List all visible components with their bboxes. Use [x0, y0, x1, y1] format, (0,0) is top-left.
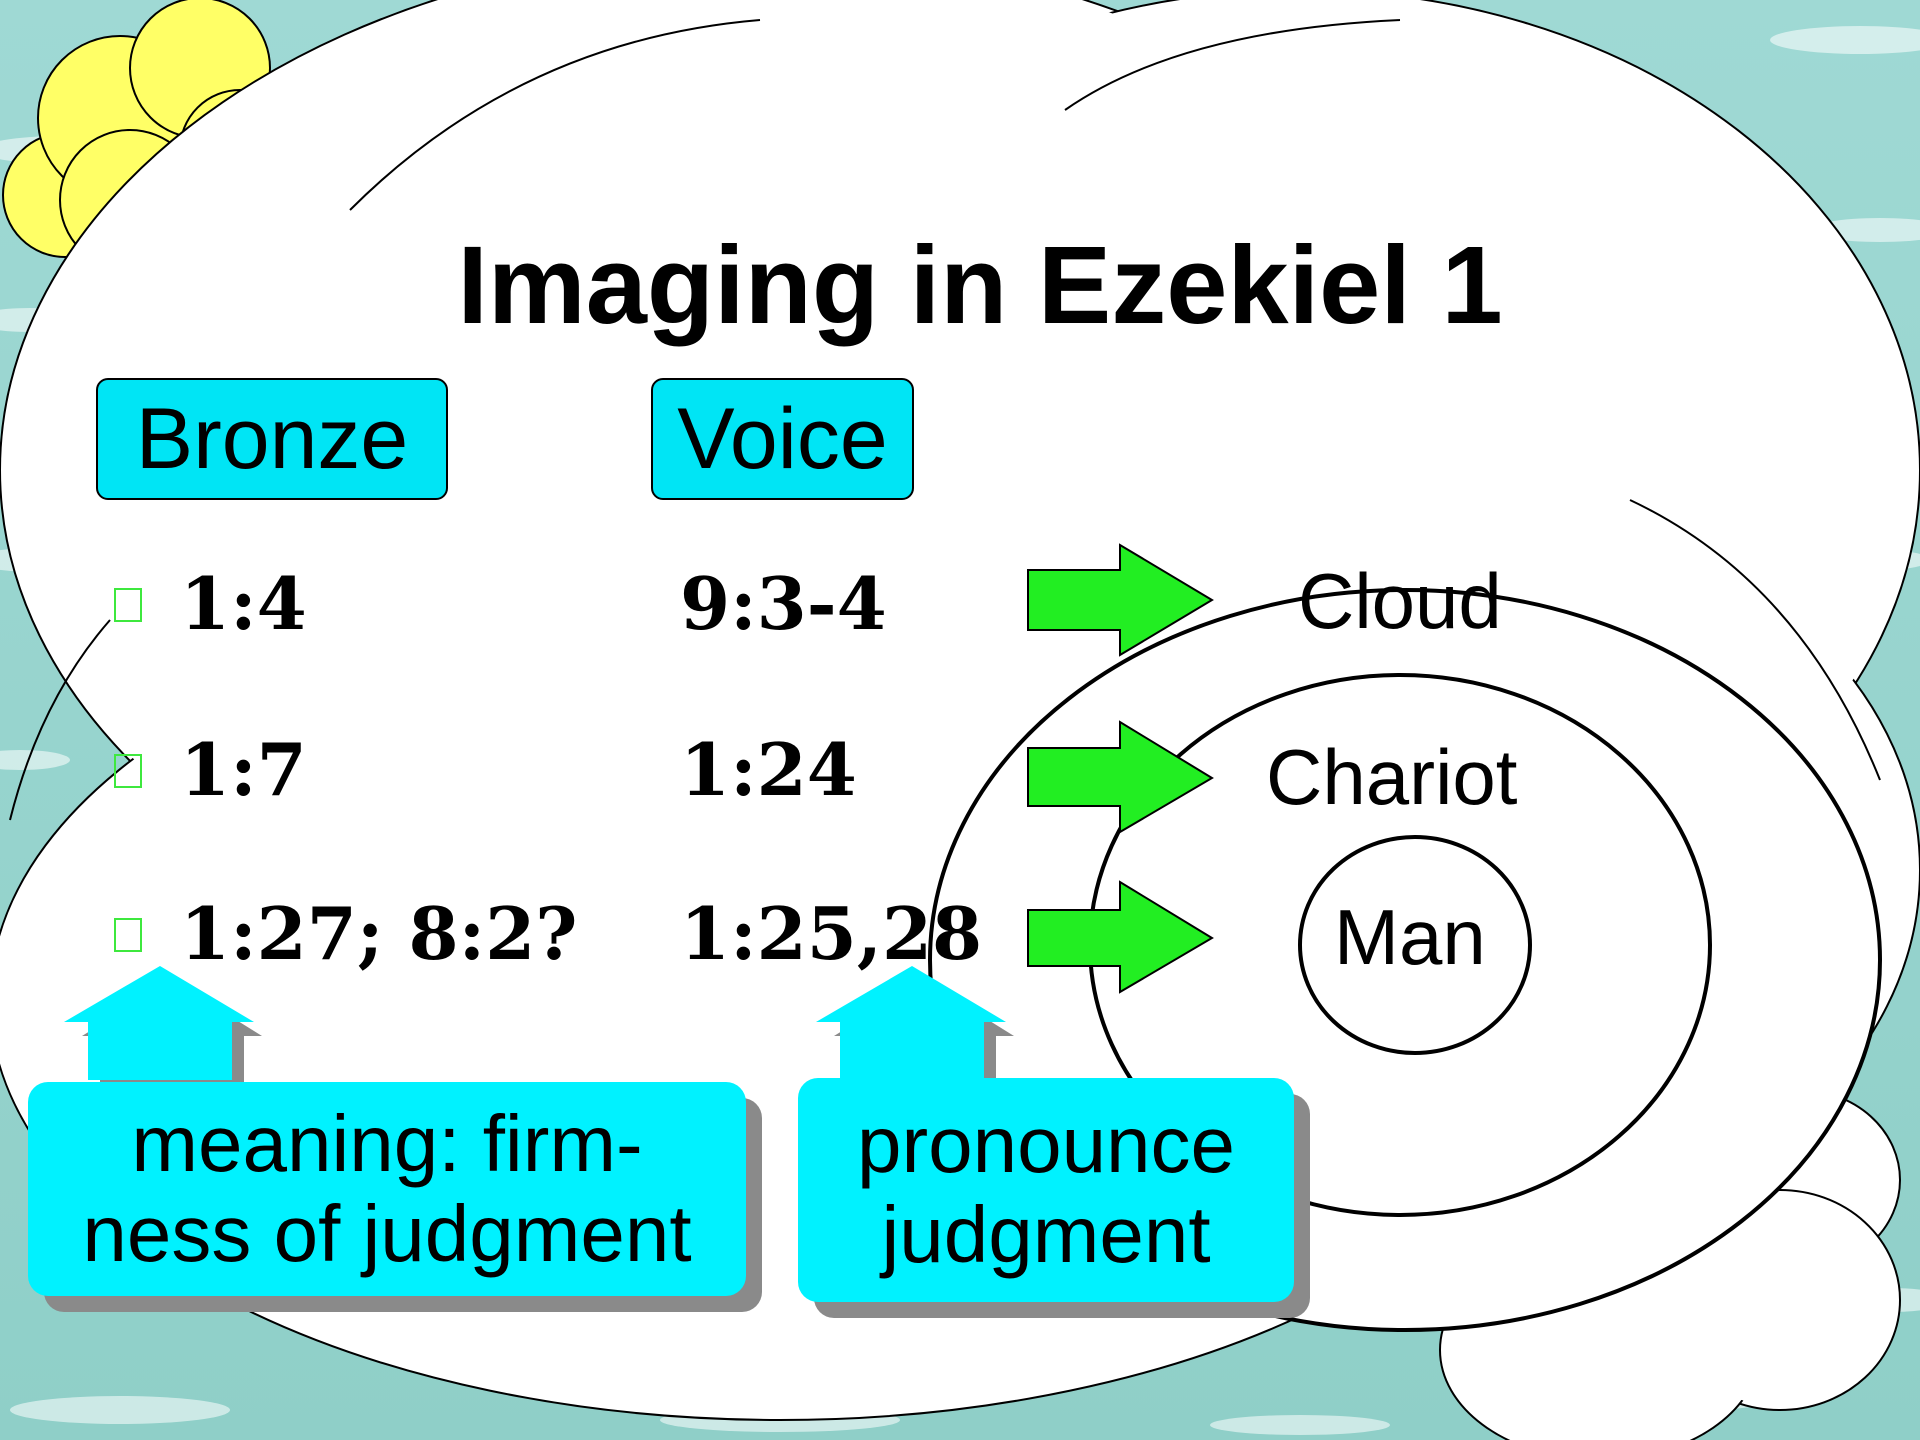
voice-ref: 9:3-4	[680, 561, 887, 646]
cloud-interior-lines	[9, 19, 1881, 821]
arrow-icons	[1027, 543, 1214, 994]
bronze-ref: 1:27; 8:2?	[180, 891, 578, 976]
up-arrow-icon	[64, 966, 254, 1080]
bullet-marker	[114, 588, 142, 622]
ring-label-cloud: Cloud	[1298, 557, 1502, 645]
arrow-right-icon	[1027, 543, 1214, 657]
callout-line: pronounce	[856, 1100, 1236, 1190]
bronze-ref: 1:4	[180, 561, 307, 646]
up-arrow-icons	[64, 966, 1014, 1082]
ring-label-man: Man	[1334, 893, 1486, 981]
voice-ref: 1:25,28	[680, 891, 983, 976]
callout-voice-meaning: pronounce judgment	[798, 1078, 1294, 1302]
bullet-marker	[114, 754, 142, 788]
up-arrow-icon	[816, 966, 1006, 1080]
callout-bronze-meaning: meaning: firm- ness of judgment	[28, 1082, 746, 1296]
callout-line: ness of judgment	[82, 1189, 692, 1278]
header-voice: Voice	[651, 378, 914, 500]
slide-title: Imaging in Ezekiel 1	[457, 224, 1503, 347]
callout-line: meaning: firm-	[131, 1099, 643, 1189]
voice-ref: 1:24	[680, 727, 857, 812]
arrow-right-icon	[1027, 720, 1214, 834]
bullet-marker	[114, 918, 142, 952]
ring-inner	[1298, 835, 1532, 1055]
arrow-right-icon	[1027, 880, 1214, 994]
ring-label-chariot: Chariot	[1266, 733, 1518, 821]
bronze-ref: 1:7	[180, 727, 307, 812]
callout-line: judgment	[881, 1190, 1211, 1279]
header-bronze: Bronze	[96, 378, 448, 500]
